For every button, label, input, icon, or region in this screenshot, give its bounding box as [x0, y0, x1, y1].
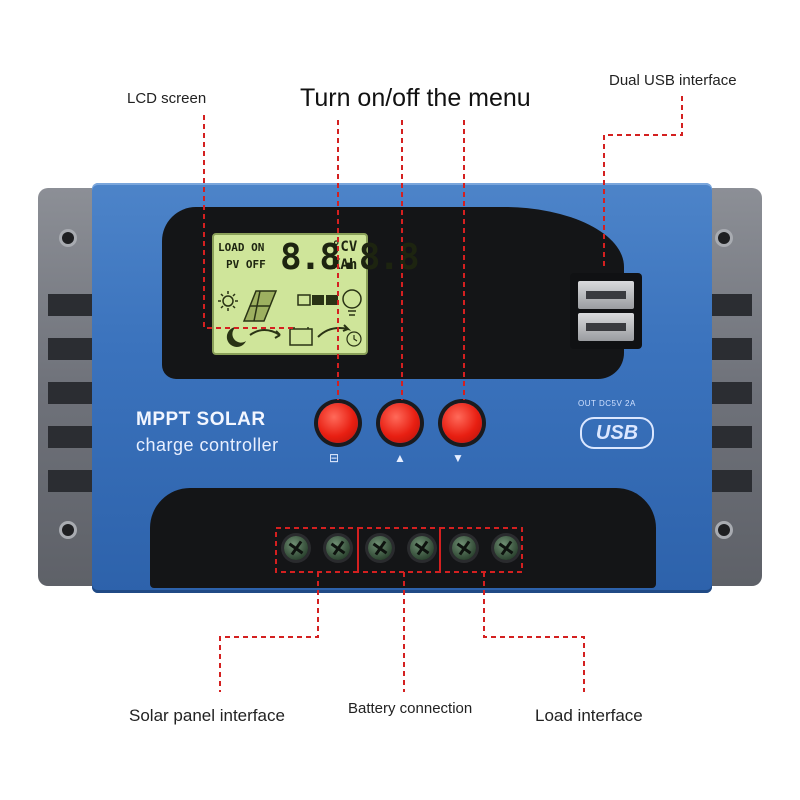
usb-logo: USB	[580, 417, 654, 449]
battery-label: Battery connection	[348, 700, 473, 717]
callout-load	[483, 572, 585, 692]
battery-terminal-box	[357, 527, 441, 573]
battery-icon	[289, 327, 313, 346]
lcd-pv-status: PV OFF	[226, 258, 266, 271]
sun-icon	[218, 291, 238, 311]
clock-icon	[346, 331, 362, 347]
load-terminal-neg[interactable]	[494, 536, 518, 560]
battery-terminal-neg[interactable]	[410, 536, 434, 560]
vent-slot	[48, 470, 106, 492]
usb-spec-text: OUT DC5V 2A	[578, 399, 636, 408]
battery-level-icon	[297, 294, 338, 306]
flow-arrow-icon	[249, 324, 352, 339]
load-terminal-box	[439, 527, 523, 573]
back-icon: ⊟	[329, 451, 340, 465]
vent-slot	[48, 338, 106, 360]
controller-body: LOAD ON PV OFF 8.8.8.8 °CV KAh	[92, 183, 712, 593]
solar-terminal-neg[interactable]	[326, 536, 350, 560]
battery-terminal-pos[interactable]	[368, 536, 392, 560]
load-terminal-pos[interactable]	[452, 536, 476, 560]
mount-hole	[62, 232, 74, 244]
lcd-digits: 8.8.8.8	[280, 237, 420, 278]
lcd-screen-label: LCD screen	[127, 90, 207, 107]
brand-title: MPPT SOLAR	[136, 409, 266, 430]
menu-button-1[interactable]	[318, 403, 358, 443]
moon-icon	[226, 327, 246, 347]
solar-terminal-pos[interactable]	[284, 536, 308, 560]
solar-panel-icon	[242, 290, 278, 322]
mount-hole	[718, 232, 730, 244]
vent-slot	[48, 294, 106, 316]
load-label: Load interface	[535, 706, 643, 725]
mount-hole	[62, 524, 74, 536]
dual-usb-label: Dual USB interface	[609, 72, 737, 89]
mount-hole	[718, 524, 730, 536]
solar-terminal-box	[275, 527, 359, 573]
lcd-icons	[218, 289, 362, 347]
lcd-load-status: LOAD ON	[218, 241, 265, 254]
vent-slot	[48, 426, 106, 448]
usb-port-1[interactable]	[578, 281, 634, 309]
menu-button-2[interactable]	[380, 403, 420, 443]
callout-solar	[219, 572, 319, 692]
down-arrow-icon: ▼	[452, 451, 464, 465]
dual-usb-port[interactable]	[570, 273, 642, 349]
callout-lcd	[203, 115, 295, 329]
menu-button-3[interactable]	[442, 403, 482, 443]
bulb-icon	[342, 289, 362, 316]
vent-slot	[48, 382, 106, 404]
brand-subtitle: charge controller	[136, 435, 279, 455]
solar-panel-label: Solar panel interface	[129, 706, 285, 725]
menu-label: Turn on/off the menu	[300, 84, 531, 112]
callout-usb	[603, 96, 683, 270]
up-arrow-icon: ▲	[394, 451, 406, 465]
usb-port-2[interactable]	[578, 313, 634, 341]
